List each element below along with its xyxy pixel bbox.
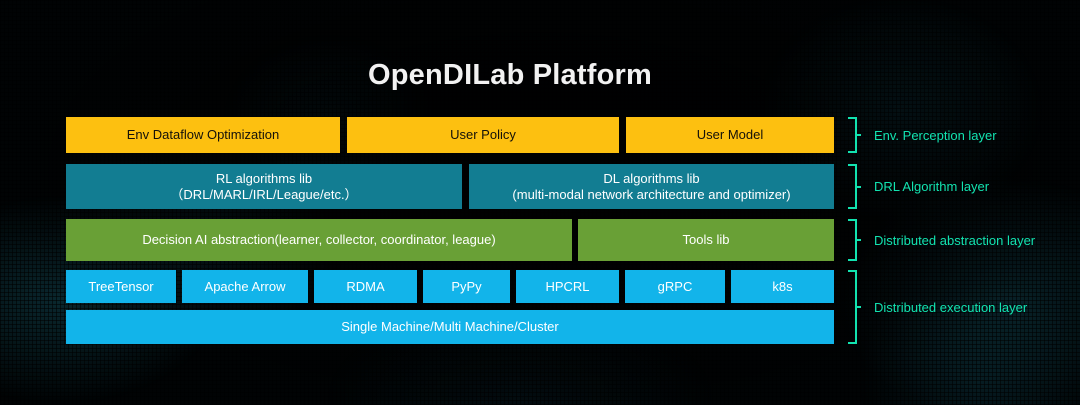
brace-icon	[848, 164, 861, 209]
box-treetensor[interactable]: TreeTensor	[66, 270, 176, 303]
layer-annotation-distributed-abstraction: Distributed abstraction layer	[848, 219, 1035, 261]
box-single-multi-machine-cluster[interactable]: Single Machine/Multi Machine/Cluster	[66, 310, 834, 344]
brace-icon	[848, 270, 861, 344]
layer-label: Distributed execution layer	[874, 299, 1028, 315]
box-apache-arrow[interactable]: Apache Arrow	[182, 270, 308, 303]
layer-annotation-distributed-execution: Distributed execution layer	[848, 270, 1027, 344]
box-k8s[interactable]: k8s	[731, 270, 834, 303]
layer-label: DRL Algorithm layer	[874, 179, 990, 194]
box-label: Single Machine/Multi Machine/Cluster	[341, 319, 559, 334]
box-grpc[interactable]: gRPC	[625, 270, 725, 303]
box-decision-ai-abstraction[interactable]: Decision AI abstraction(learner, collect…	[66, 219, 572, 261]
page-title: OpenDILab Platform	[368, 59, 652, 91]
box-label: Apache Arrow	[204, 278, 286, 294]
layer-label: Distributed abstraction layer	[874, 232, 1036, 248]
layer-annotation-drl-algorithm: DRL Algorithm layer	[848, 164, 989, 209]
box-label: DL algorithms lib	[603, 170, 700, 186]
box-label: Env Dataflow Optimization	[126, 127, 280, 142]
box-env-dataflow-optimization[interactable]: Env Dataflow Optimization	[66, 117, 340, 153]
box-label: User Model	[696, 127, 764, 142]
box-label: Decision AI abstraction(learner, collect…	[142, 232, 496, 247]
box-sublabel: （DRL/MARL/IRL/League/etc.）	[170, 186, 358, 202]
box-label: TreeTensor	[88, 278, 154, 294]
box-sublabel: (multi-modal network architecture and op…	[512, 186, 791, 202]
box-user-policy[interactable]: User Policy	[347, 117, 619, 153]
box-label: HPCRL	[545, 278, 590, 294]
box-label: RDMA	[346, 278, 385, 294]
box-user-model[interactable]: User Model	[626, 117, 834, 153]
layer-annotation-env-perception: Env. Perception layer	[848, 117, 997, 153]
brace-icon	[848, 219, 861, 261]
box-rl-algorithms-lib[interactable]: RL algorithms lib （DRL/MARL/IRL/League/e…	[66, 164, 462, 209]
box-label: k8s	[772, 278, 793, 294]
box-label: PyPy	[451, 278, 482, 294]
box-label: RL algorithms lib	[215, 170, 313, 186]
box-label: Tools lib	[682, 232, 730, 247]
box-rdma[interactable]: RDMA	[314, 270, 417, 303]
box-label: User Policy	[450, 127, 516, 142]
box-dl-algorithms-lib[interactable]: DL algorithms lib (multi-modal network a…	[469, 164, 834, 209]
box-tools-lib[interactable]: Tools lib	[578, 219, 834, 261]
brace-icon	[848, 117, 861, 153]
layer-label: Env. Perception layer	[874, 127, 997, 143]
box-label: gRPC	[657, 278, 693, 294]
box-hpcrl[interactable]: HPCRL	[516, 270, 619, 303]
box-pypy[interactable]: PyPy	[423, 270, 510, 303]
